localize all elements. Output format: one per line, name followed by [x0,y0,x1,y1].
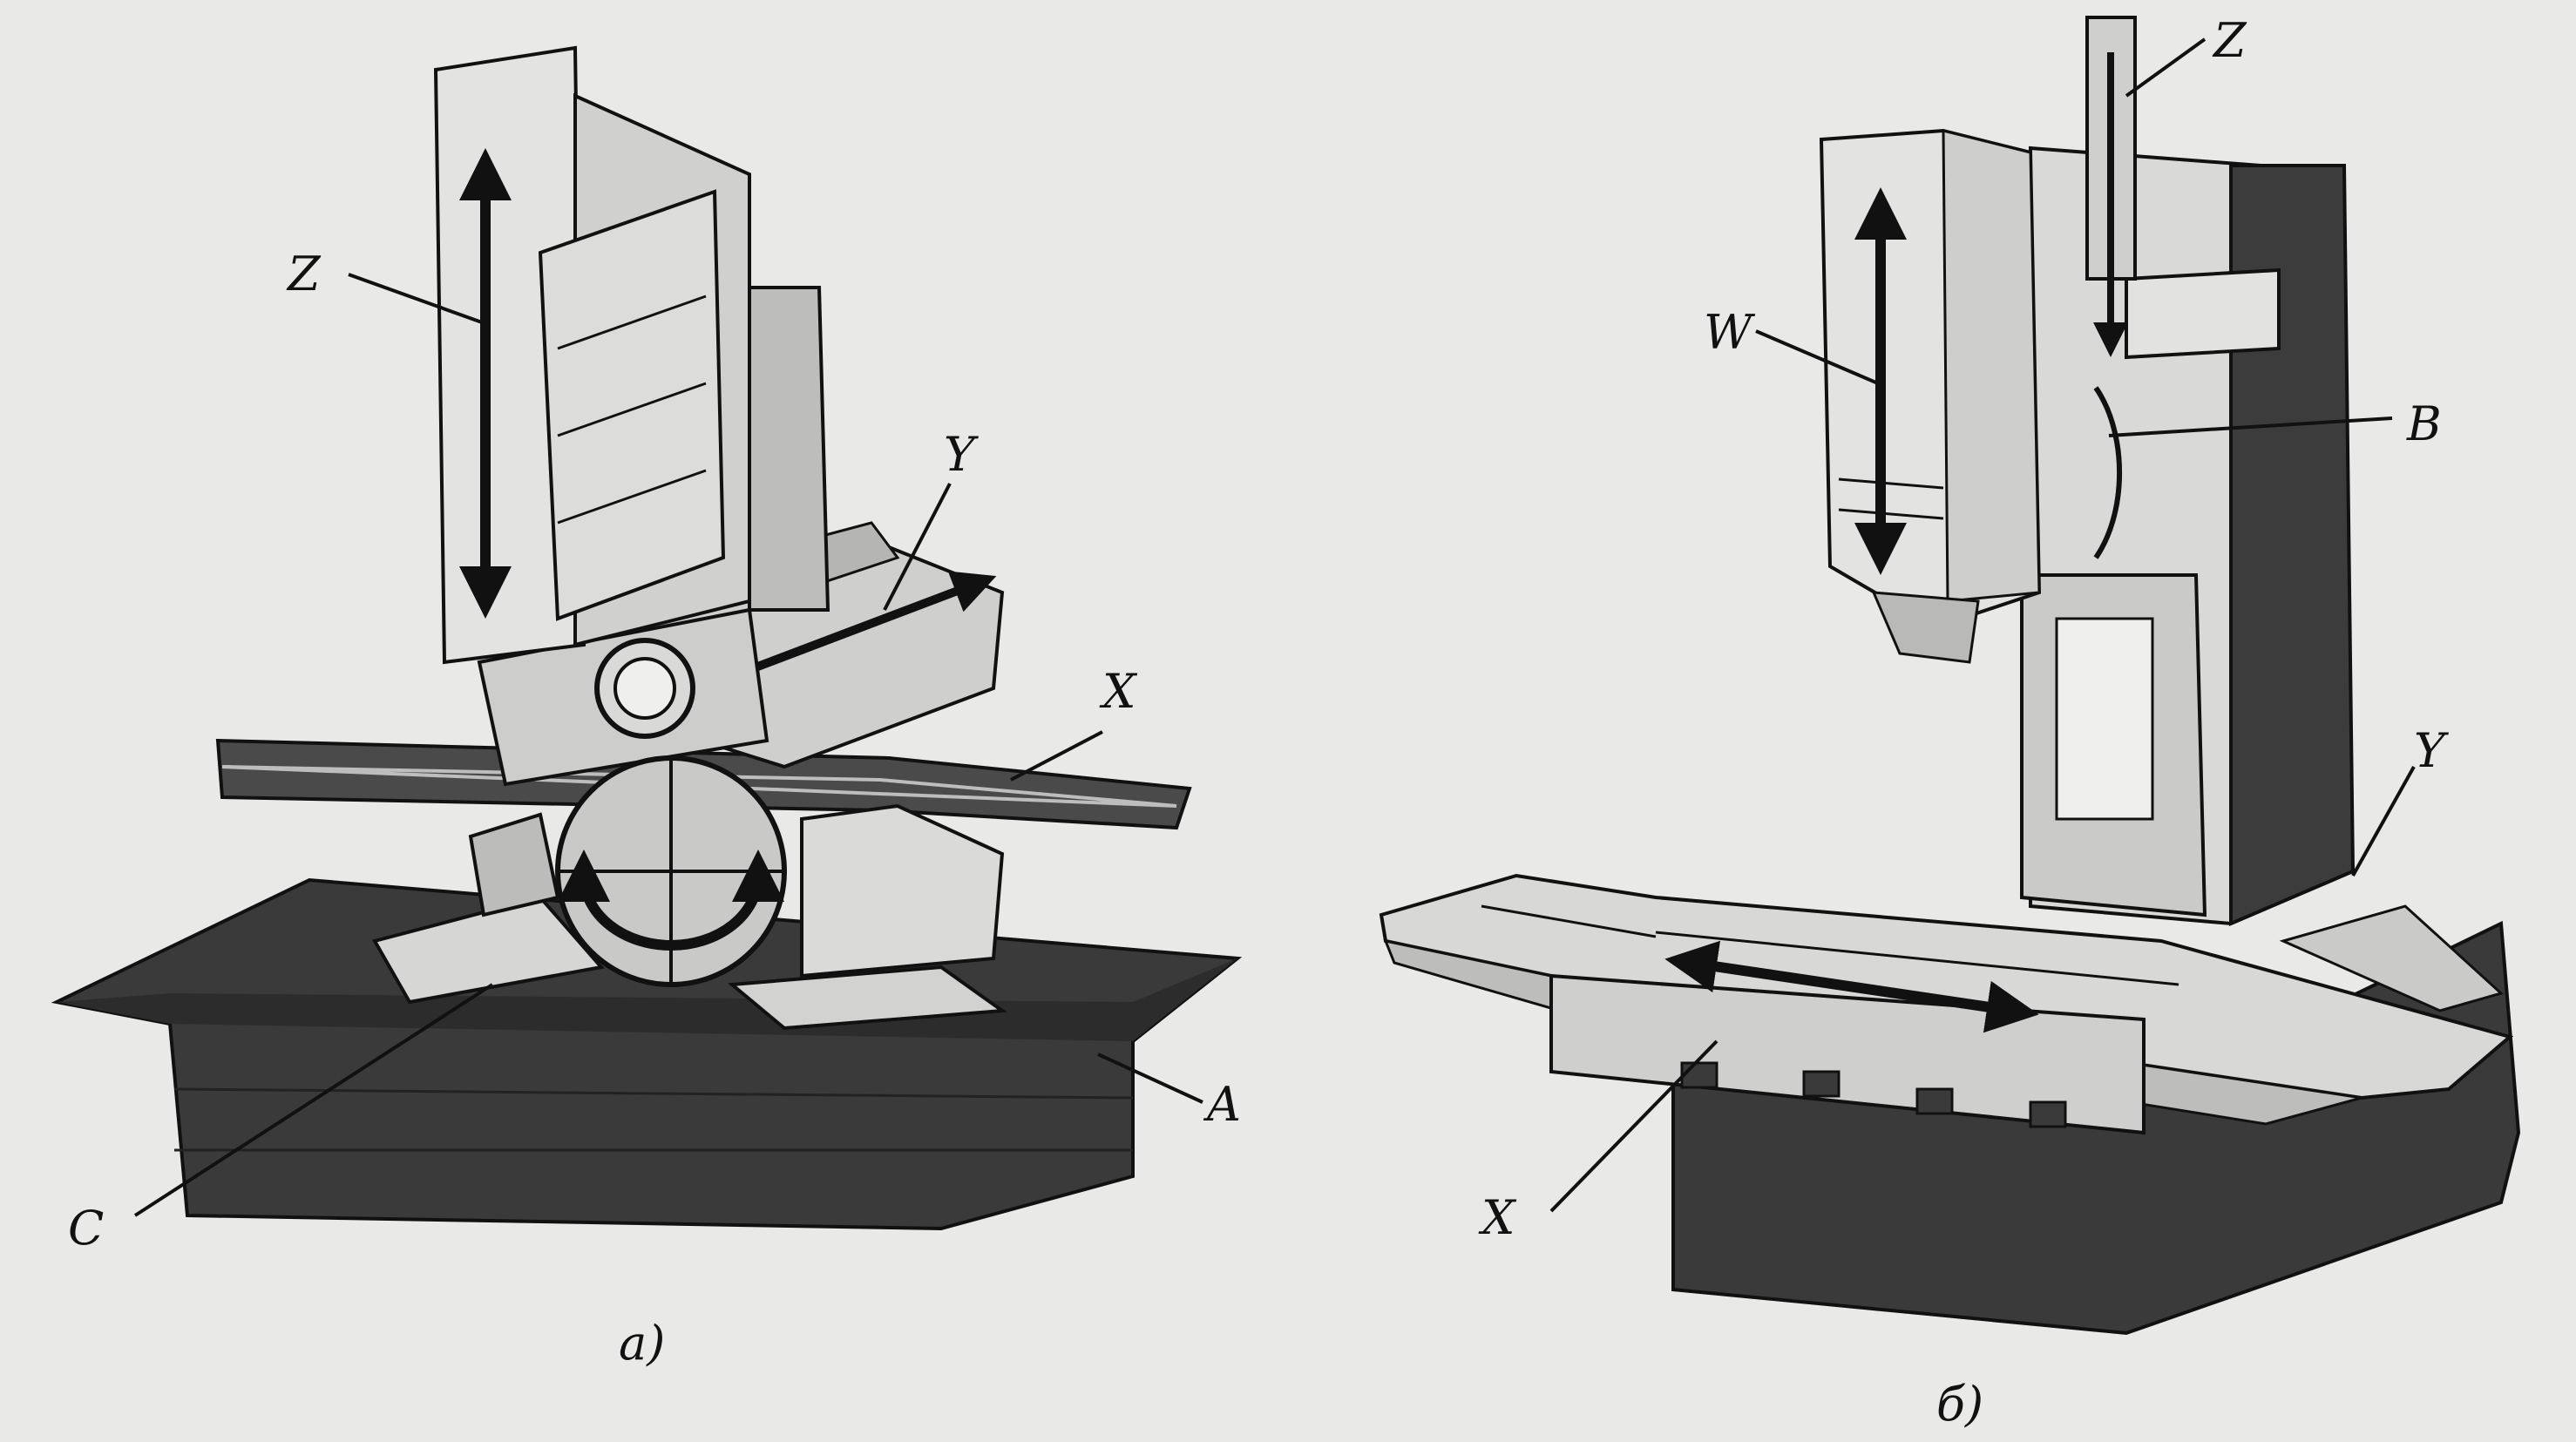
label-b-x: X [1478,1190,1517,1245]
machine-a-carriage [477,607,769,787]
label-b-b: B [2406,396,2442,451]
label-b-z: Z [2212,13,2247,68]
caption-b: б) [1936,1377,1983,1432]
label-a-c: C [68,1201,104,1256]
machine-b-spindle-head [1819,128,2042,664]
label-a-z: Z [286,247,322,301]
label-a-a: A [1203,1077,1241,1132]
machine-b-column [2020,16,2356,927]
caption-a: а) [619,1316,665,1371]
machine-a-pallet [727,803,1007,1031]
machine-a: Z Y X A C а) [51,45,1243,1371]
label-a-y: Y [944,427,979,482]
label-b-w: W [1704,305,1756,360]
label-a-x: X [1099,664,1138,719]
machine-a-rotary-table [371,755,787,1005]
machine-b: Z W B Y X б) [1379,13,2521,1432]
label-b-y: Y [2414,723,2449,778]
machine-a-column [433,45,830,665]
machine-b-table [1379,873,2514,1135]
